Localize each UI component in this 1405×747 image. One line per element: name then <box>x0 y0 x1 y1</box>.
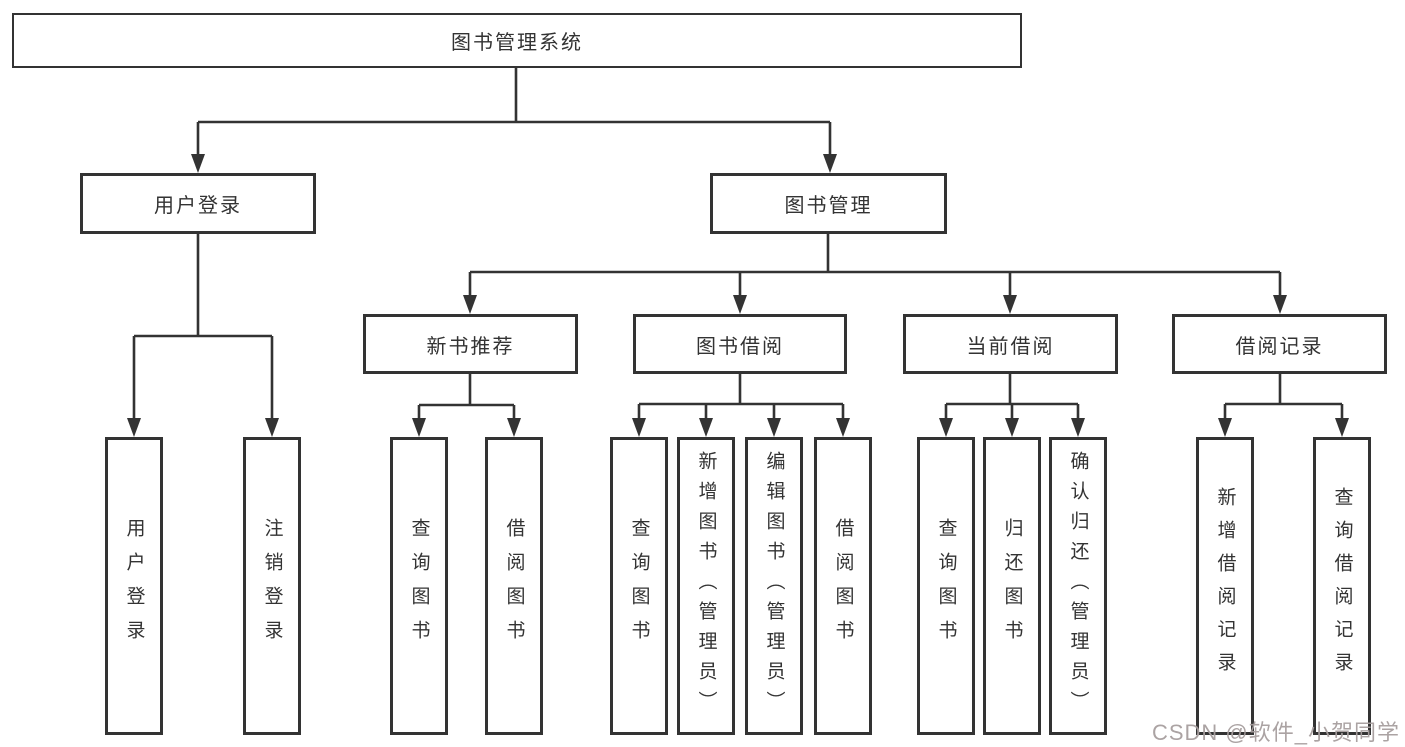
node-borrowing-records: 借阅记录 <box>1172 314 1387 374</box>
node-label: 归还图书 <box>1001 518 1023 654</box>
node-add-borrow-record: 新增借阅记录 <box>1196 437 1254 735</box>
node-label: 新书推荐 <box>426 335 515 358</box>
node-current-borrowing: 当前借阅 <box>903 314 1118 374</box>
node-label: 借阅图书 <box>503 518 525 654</box>
connector-borrowing-children <box>632 374 850 437</box>
node-label: 新增图书（管理员） <box>695 451 717 721</box>
node-confirm-return-admin: 确认归还（管理员） <box>1049 437 1107 735</box>
connector-new-books-children <box>412 374 521 437</box>
node-logout: 注销登录 <box>243 437 301 735</box>
node-return-books: 归还图书 <box>983 437 1041 735</box>
node-label: 借阅图书 <box>832 518 854 654</box>
node-add-books-admin: 新增图书（管理员） <box>677 437 735 735</box>
connector-root-to-level1 <box>191 68 837 173</box>
node-label: 查询借阅记录 <box>1331 487 1353 685</box>
node-new-book-recommend: 新书推荐 <box>363 314 578 374</box>
node-query-borrow-record: 查询借阅记录 <box>1313 437 1371 735</box>
node-book-management: 图书管理 <box>710 173 947 234</box>
node-label: 查询图书 <box>628 518 650 654</box>
node-root-library-system: 图书管理系统 <box>12 13 1022 68</box>
node-label: 图书借阅 <box>696 335 784 358</box>
node-label: 查询图书 <box>935 518 957 654</box>
node-label: 借阅记录 <box>1235 335 1324 358</box>
node-query-books-1: 查询图书 <box>390 437 448 735</box>
node-label: 图书管理系统 <box>451 32 583 54</box>
node-borrow-books-1: 借阅图书 <box>485 437 543 735</box>
connector-records-children <box>1218 374 1349 437</box>
node-borrow-books-2: 借阅图书 <box>814 437 872 735</box>
csdn-watermark: CSDN @软件_小贺同学 <box>1151 720 1400 745</box>
node-label: 用户登录 <box>154 195 242 217</box>
connector-book-mgmt-children <box>463 234 1287 314</box>
node-label: 编辑图书（管理员） <box>763 451 785 721</box>
node-book-borrowing: 图书借阅 <box>633 314 847 374</box>
node-query-books-2: 查询图书 <box>610 437 668 735</box>
node-label: 查询图书 <box>408 518 430 654</box>
connector-user-login-children <box>127 234 279 437</box>
node-user-login-group: 用户登录 <box>80 173 316 234</box>
node-query-books-3: 查询图书 <box>917 437 975 735</box>
node-label: 用户登录 <box>123 518 145 654</box>
node-user-login-leaf: 用户登录 <box>105 437 163 735</box>
node-label: 注销登录 <box>261 518 283 654</box>
node-label: 新增借阅记录 <box>1214 487 1236 685</box>
node-label: 当前借阅 <box>966 335 1055 358</box>
node-edit-books-admin: 编辑图书（管理员） <box>745 437 803 735</box>
node-label: 确认归还（管理员） <box>1067 451 1089 721</box>
node-label: 图书管理 <box>784 195 873 217</box>
connector-current-children <box>939 374 1085 437</box>
